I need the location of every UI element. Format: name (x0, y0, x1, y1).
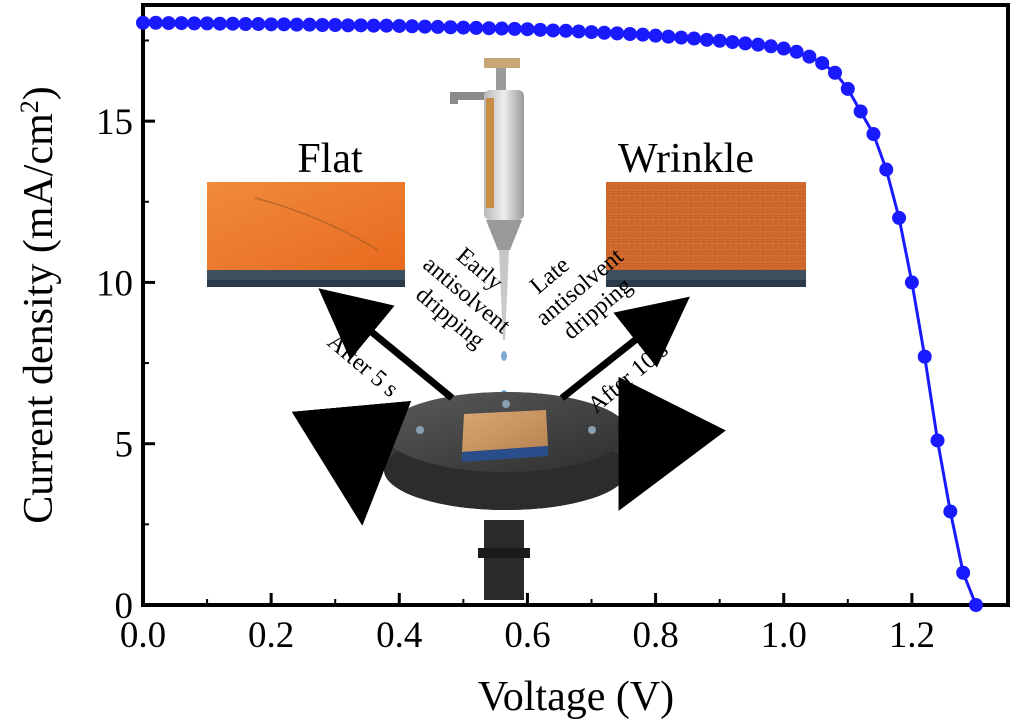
pipette-illustration (450, 58, 524, 402)
series-0-point-34 (571, 24, 586, 39)
series-0-point-11 (276, 17, 291, 32)
wrinkle-label: Wrinkle (618, 136, 754, 182)
series-0-point-36 (597, 25, 612, 40)
y-axis-title-close: ) (16, 86, 62, 100)
y-tick-label-0: 0 (115, 586, 134, 627)
series-0-point-33 (558, 23, 573, 38)
series-layer (136, 15, 983, 612)
series-0-point-40 (648, 28, 663, 43)
series-0-point-28 (494, 21, 509, 36)
series-0-point-22 (417, 19, 432, 34)
series-0-point-39 (635, 27, 650, 42)
x-tick-label-2: 0.4 (376, 615, 422, 656)
series-0-point-57 (866, 127, 881, 142)
x-tick-label-1: 0.2 (248, 615, 294, 656)
series-0-point-59 (892, 210, 907, 225)
series-0-point-3 (174, 16, 189, 31)
y-axis-title: Current density (mA/cm2) (15, 86, 63, 524)
plot-frame (141, 3, 1010, 607)
flat-film-illustration (207, 182, 405, 287)
series-0-point-29 (507, 21, 522, 36)
series-0-point-47 (738, 36, 753, 51)
x-tick-label-6: 1.2 (889, 615, 935, 656)
series-0-point-16 (341, 18, 356, 33)
series-0-point-6 (212, 16, 227, 31)
y-axis-title-main: Current density (mA/cm (16, 113, 62, 524)
series-0-point-46 (725, 35, 740, 50)
series-0-point-55 (840, 81, 855, 96)
flat-label: Flat (297, 136, 363, 182)
series-0-point-5 (200, 16, 215, 31)
x-tick-label-3: 0.6 (504, 615, 550, 656)
series-0-point-13 (302, 17, 317, 32)
after-5s-label: After 5 s (322, 329, 403, 403)
series-0-point-23 (430, 19, 445, 34)
spin-coater-illustration (384, 392, 628, 600)
series-0-point-60 (904, 275, 919, 290)
axis-ticks: 0.0 0.2 0.4 0.6 0.8 1.0 1.2 0 5 10 15 (96, 39, 977, 656)
x-axis-title: Voltage (V) (478, 674, 674, 720)
series-0-point-52 (802, 49, 817, 64)
series-0-point-48 (751, 37, 766, 52)
series-0-point-19 (379, 18, 394, 33)
series-0-point-14 (315, 18, 330, 32)
y-tick-label-3: 15 (96, 102, 133, 143)
series-0-point-32 (546, 23, 561, 38)
series-0-point-56 (853, 104, 868, 119)
series-0-point-42 (674, 30, 689, 45)
x-tick-label-0: 0.0 (120, 615, 166, 656)
series-0-point-18 (366, 18, 381, 33)
series-0-point-20 (392, 18, 407, 33)
series-0-point-24 (443, 20, 458, 35)
series-0-point-53 (815, 56, 830, 71)
series-0-point-27 (482, 21, 496, 36)
series-0-point-63 (943, 504, 958, 519)
series-0-point-17 (353, 18, 368, 33)
x-tick-label-4: 0.8 (632, 615, 678, 656)
series-0-point-31 (533, 22, 548, 37)
series-0-point-43 (687, 31, 702, 46)
x-tick-label-5: 1.0 (761, 615, 807, 656)
series-0-point-37 (610, 26, 625, 41)
y-tick-label-2: 10 (96, 263, 133, 304)
series-0-point-49 (763, 39, 778, 54)
series-0-point-4 (187, 16, 202, 31)
wrinkle-film-illustration (606, 182, 806, 287)
series-0-point-10 (264, 17, 279, 32)
series-0-point-38 (622, 27, 637, 42)
series-0-point-1 (148, 15, 163, 30)
series-0-point-9 (251, 17, 266, 32)
series-0-point-54 (828, 65, 842, 80)
series-0-point-44 (699, 32, 714, 47)
series-0-point-8 (238, 17, 253, 32)
y-tick-label-1: 5 (115, 425, 134, 466)
series-0-point-51 (789, 44, 804, 59)
series-0-point-61 (917, 349, 932, 364)
rotation-arrow-left-icon (291, 400, 412, 526)
series-0-point-45 (712, 33, 727, 48)
series-0-point-50 (776, 41, 791, 56)
rotation-arrow-right-icon (615, 376, 726, 511)
series-0-point-21 (405, 19, 420, 34)
series-0-point-41 (661, 29, 676, 44)
series-0-point-0 (136, 15, 150, 30)
series-0-point-25 (456, 20, 471, 35)
series-0-point-26 (469, 20, 484, 35)
arrow-to-flat-icon (318, 288, 455, 401)
arrow-to-wrinkle-icon (559, 296, 690, 401)
series-0-point-58 (879, 162, 894, 177)
series-0-point-35 (584, 25, 599, 40)
series-0-point-64 (956, 565, 971, 580)
series-0-point-65 (968, 598, 983, 612)
inset-schematic: Flat Wrinkle Early antisolvent dripping … (207, 58, 806, 600)
series-0-point-15 (328, 18, 343, 32)
series-0-point-2 (161, 16, 176, 31)
series-0-point-30 (520, 22, 535, 37)
series-0-point-7 (225, 16, 240, 31)
series-0-point-62 (930, 433, 945, 448)
y-axis-title-sup: 2 (15, 100, 44, 113)
series-0-point-12 (289, 17, 304, 32)
